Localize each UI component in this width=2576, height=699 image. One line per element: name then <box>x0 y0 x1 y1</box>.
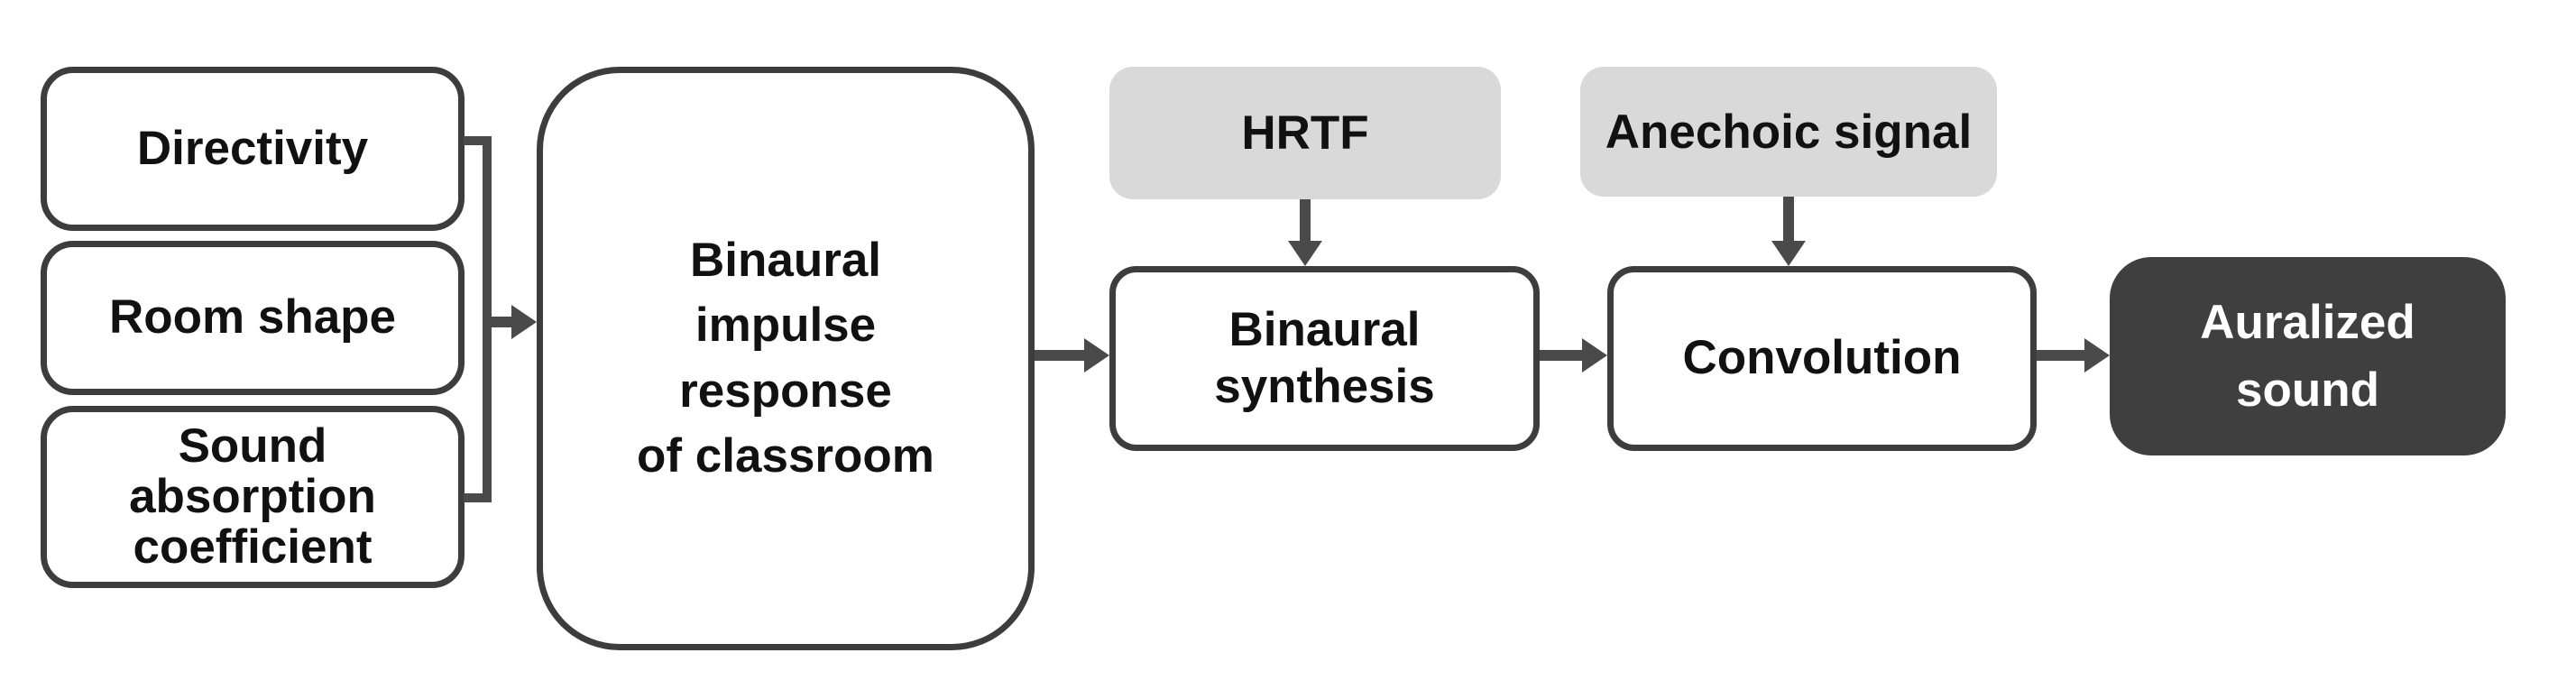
node-sound-absorption-coefficient-label: Sound absorption coefficient <box>129 418 376 575</box>
node-bir-line-1: Binaural <box>689 234 882 288</box>
arrow-down-icon <box>1288 199 1322 266</box>
node-bir-line-3: response <box>679 363 892 418</box>
arrow-right-icon <box>1035 338 1109 372</box>
node-directivity-label: Directivity <box>136 121 369 175</box>
node-anechoic-signal: Anechoic signal <box>1580 67 1997 197</box>
arrow-right-icon <box>2037 338 2110 372</box>
node-room-shape-label: Room shape <box>108 290 397 345</box>
node-auralized-sound: Auralized sound <box>2110 257 2506 455</box>
node-binaural-synthesis-line-2: synthesis <box>1214 359 1435 413</box>
node-auralized-sound-line-2: sound <box>2236 363 2379 417</box>
node-sound-absorption-coefficient: Sound absorption coefficient <box>41 406 465 588</box>
node-directivity: Directivity <box>41 67 465 231</box>
node-room-shape: Room shape <box>41 241 465 395</box>
node-binaural-impulse-response: Binaural impulse response of classroom <box>537 67 1035 650</box>
node-convolution-label: Convolution <box>1682 331 1962 385</box>
node-hrtf-label: HRTF <box>1241 106 1369 160</box>
node-auralized-sound-line-1: Auralized <box>2200 295 2415 349</box>
node-binaural-synthesis-line-1: Binaural <box>1228 302 1421 356</box>
node-bir-line-4: of classroom <box>637 428 934 483</box>
node-binaural-synthesis: Binaural synthesis <box>1109 266 1540 451</box>
arrow-right-icon <box>1540 338 1607 372</box>
node-hrtf: HRTF <box>1109 67 1501 199</box>
node-convolution: Convolution <box>1607 266 2037 451</box>
arrow-down-icon <box>1771 197 1806 266</box>
node-anechoic-signal-label: Anechoic signal <box>1605 105 1973 159</box>
node-bir-line-2: impulse <box>695 299 877 353</box>
arrow-right-icon <box>487 305 537 339</box>
